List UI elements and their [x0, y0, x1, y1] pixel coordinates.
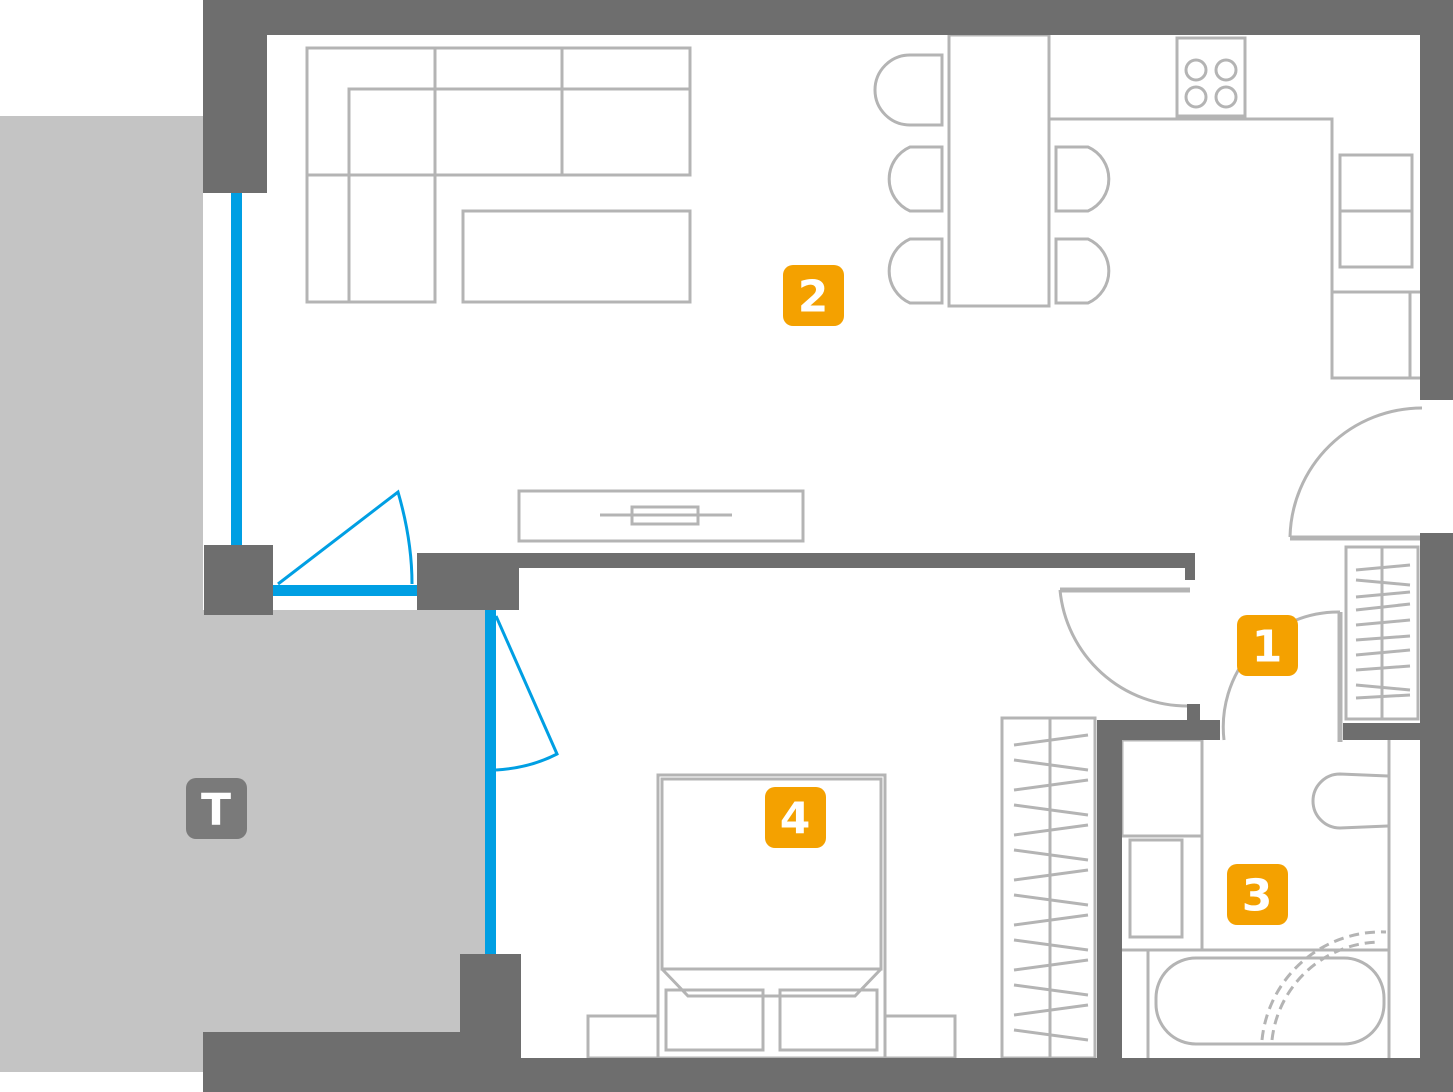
tv-stand — [517, 489, 805, 543]
toilet — [1311, 772, 1389, 830]
coffee-table — [461, 209, 692, 304]
terrace-area-lower — [203, 610, 488, 1032]
walls — [203, 0, 1453, 1092]
dining-table — [947, 33, 1051, 308]
entrance-door — [1288, 406, 1423, 538]
washbasin — [1128, 838, 1184, 939]
balcony-door-swing — [277, 489, 414, 586]
room-label-3: 3 — [1242, 871, 1273, 922]
room-label-2: 2 — [798, 272, 829, 323]
stove — [1175, 36, 1247, 118]
room-badge-3[interactable]: 3 — [1227, 864, 1288, 925]
bathtub — [1154, 956, 1386, 1046]
sofa — [305, 46, 692, 304]
nightstand-right — [883, 1014, 957, 1060]
room-label-1: 1 — [1252, 622, 1283, 673]
room-label-4: 4 — [780, 794, 811, 845]
kitchen-counter — [1049, 117, 1420, 380]
windows — [231, 193, 559, 954]
terrace-badge[interactable]: T — [186, 778, 247, 839]
washing-machine — [1120, 738, 1204, 838]
bedroom-balcony-door-swing — [494, 615, 559, 772]
room-badge-2[interactable]: 2 — [783, 265, 844, 326]
terrace-label: T — [201, 785, 231, 836]
shower-screen — [1260, 930, 1387, 1041]
room-badge-4[interactable]: 4 — [765, 787, 826, 848]
bedroom-door — [1058, 589, 1189, 708]
room-badge-1[interactable]: 1 — [1237, 615, 1298, 676]
nightstand-left — [586, 1014, 660, 1060]
chairs — [873, 53, 1111, 305]
terrace-area[interactable] — [0, 116, 203, 1072]
